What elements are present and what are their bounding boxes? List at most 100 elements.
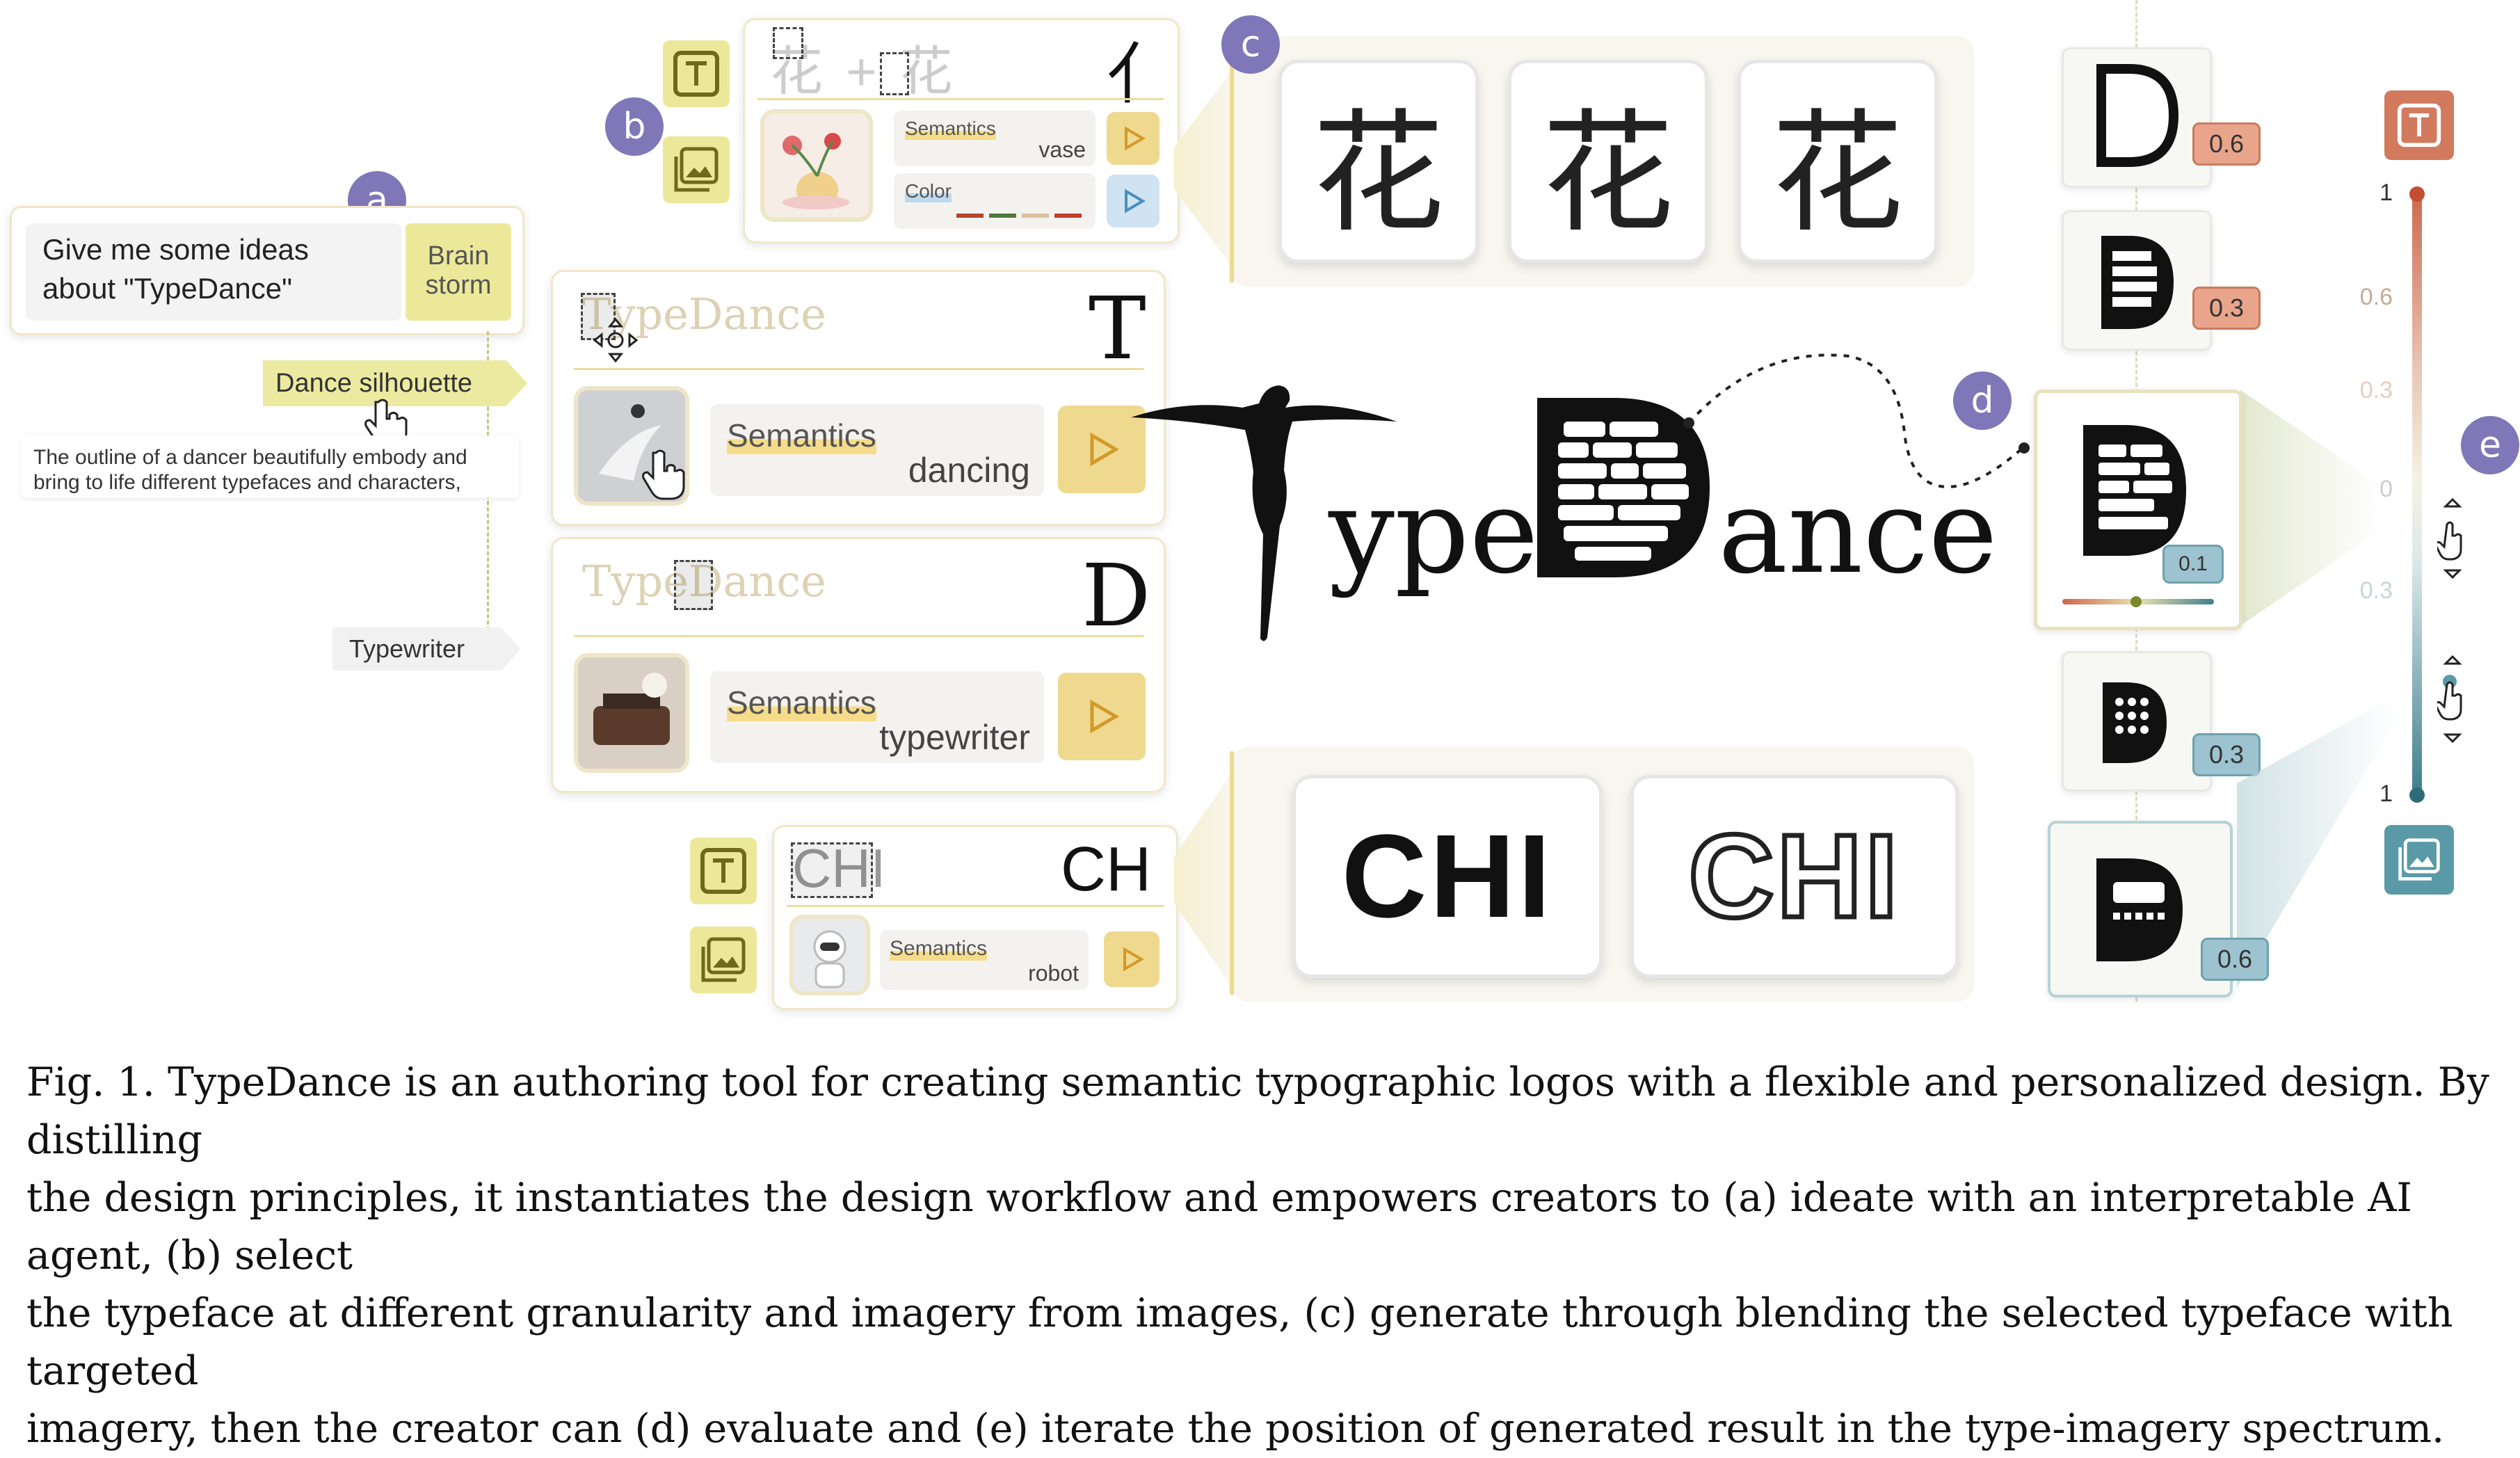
d-semantics-value: typewriter: [879, 718, 1030, 757]
brainstorm-line-2: storm: [425, 271, 492, 300]
hanzi-result-3[interactable]: 花: [1737, 60, 1938, 263]
spectrum-card-4[interactable]: [2062, 651, 2212, 792]
ch-play-button[interactable]: [1104, 931, 1159, 987]
image-mode-icon-2[interactable]: [690, 927, 757, 993]
mini-slider-knob[interactable]: [2130, 596, 2142, 607]
stroke-selection-box-2: [880, 52, 909, 95]
hanzi-glyph: 亻: [1107, 38, 1173, 112]
d-variant-5: [2096, 858, 2183, 961]
caption-line-3: the typeface at different granularity an…: [26, 1290, 2453, 1394]
brainstorm-line-1: Brain: [427, 241, 490, 271]
description-line-2: bring to life different typefaces and ch…: [33, 471, 461, 494]
slider-handle-lower[interactable]: [2434, 654, 2468, 744]
caption-line-2: the design principles, it instantiates t…: [26, 1175, 2412, 1279]
idea-typewriter[interactable]: Typewriter: [332, 627, 520, 671]
slider-image-end-icon[interactable]: [2384, 825, 2454, 895]
hand-cursor-icon: [364, 399, 408, 445]
d-play-button[interactable]: [1058, 673, 1146, 760]
vase-image[interactable]: [760, 109, 873, 222]
slider-tick-2: 0.6: [2359, 284, 2393, 310]
badge-b: b: [605, 97, 664, 156]
ch-semantics-label: Semantics: [890, 937, 988, 961]
chi-result-2[interactable]: CHI: [1630, 775, 1959, 978]
caption-line-4: imagery, then the creator can (d) evalua…: [26, 1406, 2445, 1452]
badge-c: c: [1221, 15, 1280, 74]
d-card-divider: [574, 635, 1144, 637]
logo-part-2: ance: [1718, 463, 1998, 600]
idea-dance-silhouette[interactable]: Dance silhouette: [263, 360, 527, 406]
t-card-word: TypeDance: [582, 289, 826, 339]
d-variant-2: [2101, 236, 2174, 329]
logo-part-1: ype: [1329, 463, 1539, 600]
chi-result-1[interactable]: CHI: [1292, 775, 1603, 978]
t-play-button[interactable]: [1058, 406, 1146, 493]
text-mode-icon-2[interactable]: [690, 838, 757, 904]
d-semantics-box: Semantics typewriter: [710, 671, 1044, 763]
prompt-panel: Give me some ideas about "TypeDance" Bra…: [10, 206, 524, 335]
swatch-1: [956, 214, 984, 218]
slider-tick-3: 0.3: [2359, 377, 2393, 403]
prompt-input[interactable]: Give me some ideas about "TypeDance": [26, 223, 401, 321]
color-play-button[interactable]: [1107, 175, 1159, 227]
spectrum-score-5: 0.6: [2201, 938, 2269, 981]
spectrum-score-2: 0.3: [2192, 287, 2261, 330]
slider-tick-6: 1: [2379, 780, 2393, 807]
semantics-value: vase: [1038, 137, 1086, 162]
brainstorm-button[interactable]: Brain storm: [406, 223, 511, 321]
figure-caption: Fig. 1. TypeDance is an authoring tool f…: [26, 1054, 2503, 1458]
hanzi-panel: 花 + 花 亻 Semantics vase Color: [743, 18, 1180, 243]
color-box: Color: [894, 173, 1096, 229]
badge-d: d: [1953, 371, 2012, 430]
robot-image[interactable]: [789, 915, 870, 995]
swatch-2: [989, 214, 1016, 218]
badge-e: e: [2461, 416, 2519, 474]
slider-handle-upper[interactable]: [2434, 497, 2468, 580]
ch-glyph: CH: [1061, 835, 1151, 904]
description-line-1: The outline of a dancer beautifully embo…: [33, 446, 467, 469]
hanzi-preview: 花 + 花: [770, 42, 957, 102]
dotted-link: [1683, 353, 2030, 488]
t-semantics-value: dancing: [908, 451, 1030, 490]
spectrum-card-2[interactable]: [2062, 210, 2212, 351]
spectrum-card-1[interactable]: [2062, 47, 2212, 188]
move-handle-icon[interactable]: [593, 318, 638, 362]
text-mode-icon[interactable]: [663, 40, 730, 107]
results-top-edge: [1230, 42, 1234, 282]
d-variant-selected: [2083, 425, 2186, 556]
spectrum-card-selected[interactable]: 0.1: [2034, 390, 2242, 630]
t-semantics-label: Semantics: [727, 417, 876, 454]
results-bottom-edge: [1230, 751, 1234, 995]
d-card-glyph: D: [1082, 546, 1151, 646]
spectrum-score-selected: 0.1: [2162, 545, 2224, 584]
semantics-play-button[interactable]: [1107, 112, 1159, 165]
typewriter-image[interactable]: [574, 653, 689, 773]
d-selection-card: TypeDance D Semantics typewriter: [551, 537, 1166, 793]
slider-tick-1: 1: [2379, 179, 2393, 206]
ch-divider: [787, 905, 1164, 907]
image-mode-icon[interactable]: [663, 136, 730, 203]
d-variant-4: [2103, 682, 2167, 763]
color-swatch-bar: [956, 214, 1082, 218]
swatch-3: [1022, 214, 1049, 218]
ch-selection-box: [791, 842, 873, 898]
d-card-word: TypeDance: [582, 556, 826, 607]
panel-divider: [757, 98, 1164, 100]
hanzi-result-2[interactable]: 花: [1508, 60, 1708, 263]
slider-tick-4: 0: [2379, 476, 2393, 502]
d-semantics-label: Semantics: [727, 684, 876, 721]
slider-top-cap: [2409, 186, 2425, 202]
prompt-line-1: Give me some ideas: [42, 233, 309, 266]
results-bottom-wedge: [1174, 765, 1237, 995]
hanzi-result-1[interactable]: 花: [1278, 60, 1479, 263]
slider-text-end-icon[interactable]: [2384, 90, 2454, 160]
spectrum-slider-track[interactable]: [2412, 192, 2422, 794]
chi-result-2-text: CHI: [1686, 808, 1901, 945]
semantics-box: Semantics vase: [894, 111, 1096, 166]
click-cursor-icon: [642, 449, 685, 500]
hanzi-result-3-glyph: 花: [1771, 96, 1904, 250]
prompt-line-2: about "TypeDance": [42, 272, 293, 305]
t-selection-card: TypeDance T Semantics dancing: [551, 270, 1166, 526]
slider-bottom-cap: [2409, 787, 2425, 803]
ch-preview: CHI: [792, 838, 886, 899]
spectrum-score-4: 0.3: [2192, 733, 2261, 776]
